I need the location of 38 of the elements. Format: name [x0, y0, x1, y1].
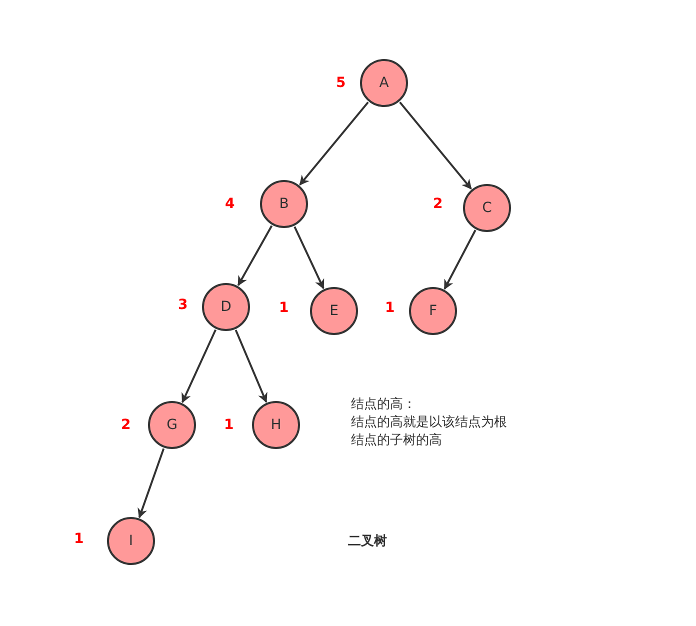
- height-number: 1: [74, 531, 84, 547]
- height-number: 2: [433, 196, 443, 212]
- node-letter: C: [482, 200, 492, 216]
- arrow: [237, 225, 273, 286]
- arrow: [299, 102, 369, 186]
- tree-node-circle: [310, 287, 358, 335]
- arrow: [182, 329, 216, 404]
- tree-node-circle: [409, 287, 457, 335]
- arrow: [399, 102, 472, 190]
- height-number: 5: [336, 75, 346, 91]
- arrow: [294, 226, 324, 290]
- node-letter: A: [379, 75, 389, 91]
- tree-node-circle: [107, 517, 155, 565]
- arrow: [234, 330, 268, 403]
- node-letter: F: [428, 303, 438, 319]
- height-number: 1: [224, 417, 234, 433]
- node-letter: I: [128, 533, 134, 549]
- caption: 二叉树: [348, 533, 387, 551]
- arrow: [138, 448, 165, 518]
- height-number: 3: [178, 297, 188, 313]
- note-heading: 结点的高：: [351, 396, 416, 414]
- node-letter: B: [279, 196, 289, 212]
- height-number: 1: [279, 300, 289, 316]
- height-number: 4: [225, 196, 235, 212]
- node-letter: G: [166, 417, 178, 433]
- note-text: 结点的高就是以该结点为根结点的子树的高: [351, 414, 508, 450]
- tree-node-circle: [260, 180, 308, 228]
- tree-node-circle: [202, 283, 250, 331]
- node-letter: H: [270, 417, 282, 433]
- node-letter: E: [330, 303, 338, 319]
- tree-node-circle: [360, 59, 408, 107]
- height-number: 1: [385, 300, 395, 316]
- arrow: [444, 230, 476, 290]
- height-number: 2: [121, 417, 131, 433]
- node-letter: D: [220, 299, 232, 315]
- tree-node-circle: [148, 401, 196, 449]
- tree-node-circle: [252, 401, 300, 449]
- tree-node-circle: [463, 184, 511, 232]
